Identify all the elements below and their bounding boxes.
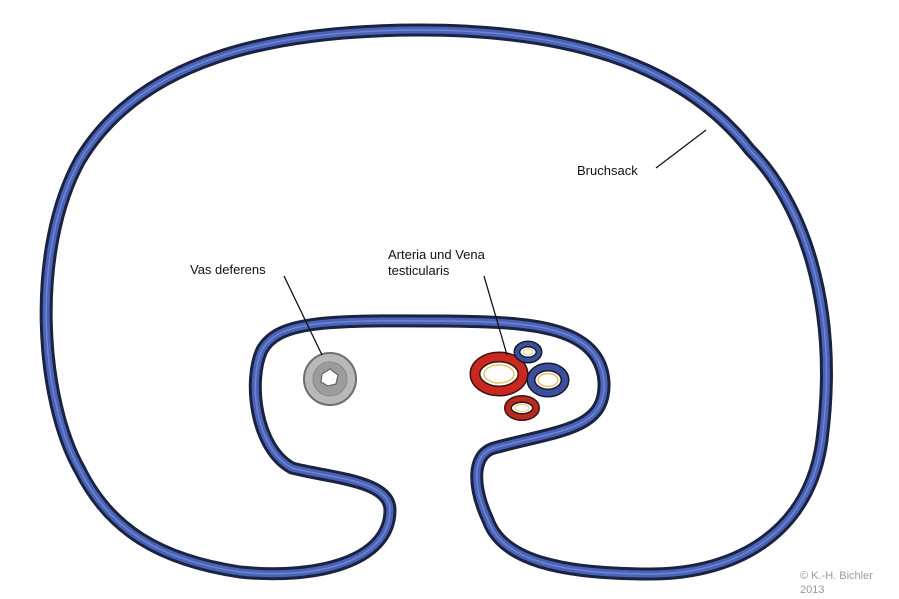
vessel-small-blue: [513, 340, 543, 364]
label-arteria-vena-testicularis: Arteria und Vena testicularis: [388, 247, 485, 279]
leader-lines: [283, 129, 707, 356]
leader-line-arteria: [483, 275, 508, 356]
leader-line-vas-deferens: [283, 275, 323, 356]
label-arteria-line1: Arteria und Vena: [388, 247, 485, 262]
hernia-sac: [39, 23, 833, 581]
leader-line-bruchsack: [655, 129, 707, 169]
vessel-large-blue: [526, 362, 570, 398]
copyright-line1: © K.-H. Bichler: [800, 570, 873, 582]
label-vas-deferens: Vas deferens: [190, 262, 266, 277]
copyright-notice: © K.-H. Bichler 2013: [800, 569, 873, 597]
testicular-vessels: [469, 340, 570, 421]
vessel-small-red: [504, 395, 540, 421]
label-bruchsack: Bruchsack: [577, 163, 638, 178]
vessel-large-red: [469, 351, 529, 397]
label-arteria-line2: testicularis: [388, 263, 450, 278]
vas-deferens: [303, 352, 357, 406]
copyright-line2: 2013: [800, 584, 825, 596]
